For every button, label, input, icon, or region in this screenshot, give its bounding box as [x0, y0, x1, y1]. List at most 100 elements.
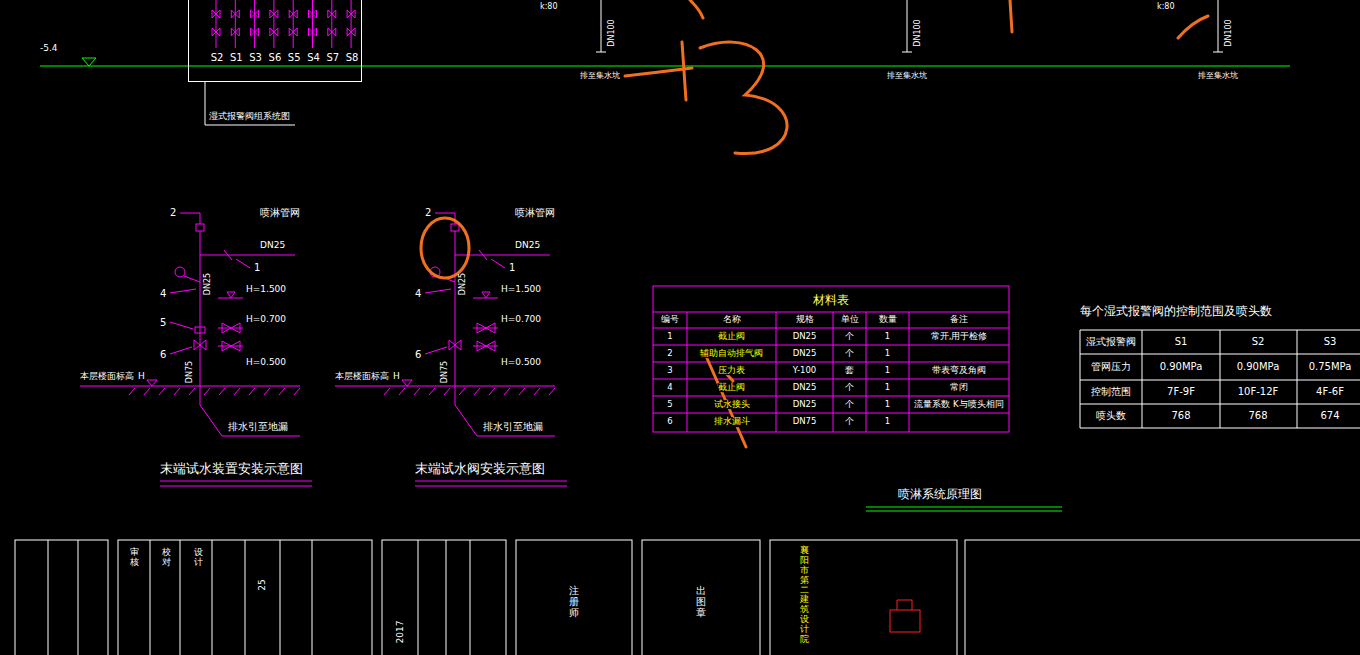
drawing-label: H: [138, 371, 145, 381]
drawing-label: H=1.500: [246, 284, 286, 294]
drawing-label: 排至集水坑: [580, 71, 620, 80]
table-cell: 个: [844, 400, 855, 410]
title-block-text: 注册师: [569, 585, 579, 618]
table-cell: 1: [666, 332, 673, 342]
valve-tag: S2: [211, 52, 224, 63]
table-cell: 4F-6F: [1316, 386, 1344, 398]
table-cell: 流量系数 K与喷头相同: [913, 400, 1004, 410]
table-cell: 5: [666, 400, 673, 410]
table-cell: 喷头数: [1096, 410, 1126, 422]
drawing-label: H=0.500: [246, 357, 286, 367]
title-block-text: 25: [257, 579, 267, 590]
hand-annotation: [421, 0, 1208, 447]
drawing-label: 喷淋管网: [260, 207, 300, 219]
detail-right: [335, 213, 567, 486]
table-cell: 排水漏斗: [713, 417, 751, 427]
valve-tag: S1: [230, 52, 243, 63]
table-cell: 10F-12F: [1238, 386, 1279, 398]
valve-tag: S5: [288, 52, 301, 63]
valve-tag: S7: [326, 52, 339, 63]
table-cell: 768: [1171, 410, 1190, 422]
table-cell: 截止阀: [717, 383, 746, 393]
material-table: 材料表: [653, 286, 1009, 432]
drawing-label: H=1.500: [501, 284, 541, 294]
drawing-label: 末端试水装置安装示意图: [160, 462, 303, 477]
drawing-label: 末端试水阀安装示意图: [415, 462, 545, 477]
drawing-label: 本层楼面标高: [80, 371, 134, 381]
drawing-label: DN25: [515, 240, 540, 250]
drawing-label: k:80: [1157, 2, 1175, 11]
valve-range-table: 每个湿式报警阀的控制范围及喷头数: [1080, 330, 1360, 428]
drawing-label: -5.4: [40, 43, 58, 53]
drawing-label: 排至集水坑: [1198, 71, 1238, 80]
drawing-label: 6: [160, 349, 166, 361]
table-cell: 个: [844, 383, 855, 393]
title-block: [15, 540, 1360, 655]
drawing-label: 喷淋管网: [515, 207, 555, 219]
drawing-label: DN25: [458, 273, 467, 295]
valve-tag: S6: [269, 52, 282, 63]
drawing-label: 4: [160, 288, 166, 300]
test-connector-symbol: [170, 322, 205, 333]
table-cell: 截止阀: [717, 332, 746, 342]
drawing-label: DN75: [185, 361, 194, 383]
table-cell: 4: [666, 383, 673, 393]
title-block-text: 2017: [395, 621, 405, 644]
valve-tag: S3: [249, 52, 262, 63]
table-cell: 1: [884, 383, 891, 393]
table-cell: 湿式报警阀: [1086, 336, 1136, 348]
table-cell: 2: [666, 349, 673, 359]
drawing-label: k:80: [540, 2, 558, 11]
table-cell: 个: [844, 417, 855, 427]
title-block-text: 设计: [194, 548, 203, 568]
table-cell: 1: [884, 332, 891, 342]
table-cell: 单位: [840, 315, 860, 325]
drawing-label: 6: [415, 349, 421, 361]
title-block-text: 襄阳市第二建筑设计院: [800, 546, 809, 645]
table-cell: 1: [884, 366, 891, 376]
drawing-label: 湿式报警阀组系统图: [209, 111, 290, 121]
table-cell: 试水接头: [713, 400, 751, 410]
table-cell: DN25: [792, 400, 818, 410]
drawing-label: DN100: [913, 19, 922, 46]
table-title: 每个湿式报警阀的控制范围及喷头数: [1080, 303, 1272, 320]
drawing-label: H=0.500: [501, 357, 541, 367]
drawing-label: 1: [509, 262, 515, 274]
drawing-label: 本层楼面标高: [335, 371, 389, 381]
drawing-label: H=0.700: [501, 314, 541, 324]
table-cell: 规格: [795, 315, 815, 325]
drawing-label: H: [393, 371, 400, 381]
drawing-label: DN100: [1224, 19, 1233, 46]
valve-table-grid: [1080, 330, 1360, 428]
table-cell: DN25: [792, 349, 818, 359]
table-cell: 常闭: [949, 383, 969, 393]
valve-group: [205, 0, 355, 125]
table-cell: 个: [844, 349, 855, 359]
table-cell: 768: [1248, 410, 1267, 422]
drawing-label: 5: [160, 317, 166, 329]
table-cell: Y-100: [792, 366, 817, 376]
drawing-label: DN25: [260, 240, 285, 250]
valve-tag: S4: [307, 52, 320, 63]
table-cell: 辅助自动排气阀: [699, 349, 764, 359]
table-cell: 个: [844, 332, 855, 342]
table-cell: 7F-9F: [1167, 386, 1195, 398]
valve-group-box: S2 S1 S3 S6 S5 S4 S7 S8: [188, 0, 362, 82]
ground-line: [40, 58, 1290, 66]
table-title: 材料表: [813, 292, 849, 309]
table-cell: S3: [1324, 336, 1337, 348]
valve-tag: S8: [346, 52, 359, 63]
title-block-text: 校对: [162, 548, 171, 568]
drawing-title: 喷淋系统原理图: [898, 486, 982, 503]
drawing-label: H=0.700: [246, 314, 286, 324]
table-cell: 674: [1320, 410, 1339, 422]
table-cell: 0.90MPa: [1237, 361, 1280, 373]
table-cell: 控制范围: [1091, 386, 1131, 398]
table-cell: 1: [884, 349, 891, 359]
drawing-label: 4: [415, 288, 421, 300]
drawing-label: DN25: [203, 273, 212, 295]
table-cell: 数量: [878, 315, 898, 325]
title-underline: [866, 507, 1062, 511]
